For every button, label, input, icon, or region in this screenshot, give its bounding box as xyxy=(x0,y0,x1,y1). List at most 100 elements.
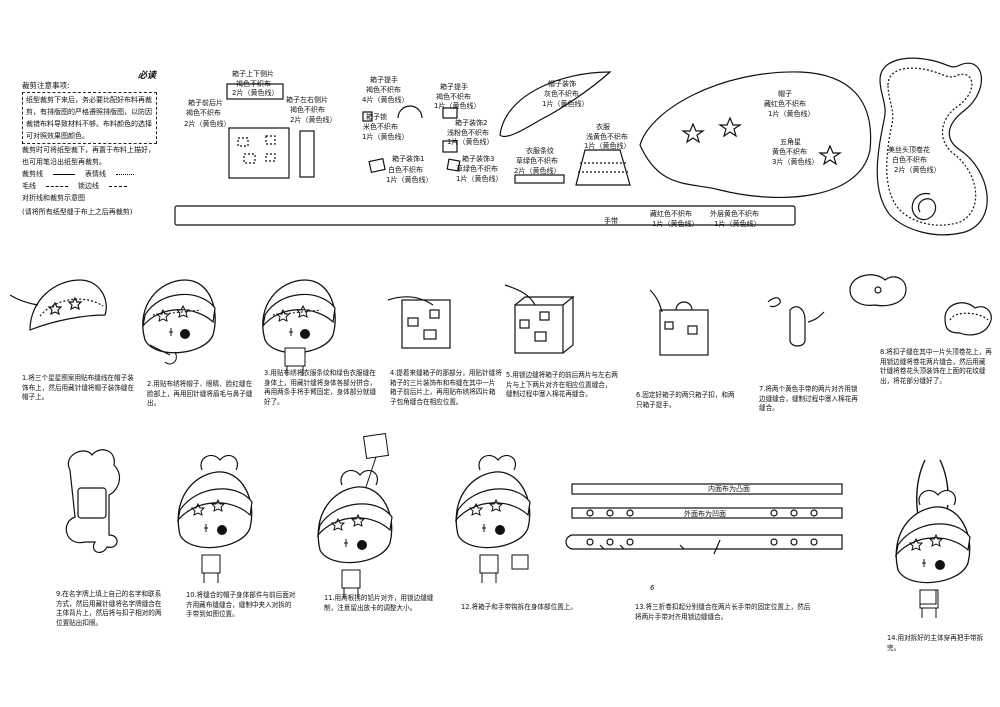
step3-art xyxy=(262,279,336,376)
notes-footer: (请将所有纸型缝于布上之后再裁剪) xyxy=(22,208,133,216)
step-5-caption: 5.用锁边缝将箱子的前后两片与左右两片与上下两片对齐在相应位置缝合，缝制过程中塞… xyxy=(506,371,618,398)
step2-art xyxy=(142,279,216,365)
flower-title: 美丝头顶卷花 xyxy=(888,146,930,154)
deco2-qty: 1片（黄色线） xyxy=(447,138,494,146)
hat-qty: 1片（黄色线） xyxy=(768,110,815,118)
belt-color-2: 外层黄色不织布 xyxy=(710,210,759,218)
step-illustrations-row1 xyxy=(9,274,992,376)
legend-stitch-line xyxy=(46,186,68,192)
box-side-qty: 2片（黄色线） xyxy=(290,116,337,124)
step-13-caption: 13.将三折卷扣起分别缝合在两片长手带的固定位置上，然后将两片手带对齐用锁边缝缝… xyxy=(635,603,811,621)
read-mark: 必读 xyxy=(138,71,157,81)
belt-piece xyxy=(174,205,796,226)
hat-brim-title: 帽子装饰 xyxy=(548,80,576,88)
step13-art xyxy=(565,483,843,555)
legend-cut-line xyxy=(53,174,75,180)
skirt-qty: 1片（黄色线） xyxy=(584,142,631,150)
legend-face-line xyxy=(116,174,134,180)
deco3-color: 草绿色不织布 xyxy=(456,165,498,173)
legend-cut-label: 裁剪线 xyxy=(22,170,43,178)
handle-piece xyxy=(397,105,423,119)
page-mark: 6 xyxy=(650,584,655,592)
step-10-caption: 10.将缝合的帽子身体部件与前后面对齐用藏布缝缝合，缝制中夹入对拆的手带到如图位… xyxy=(186,591,296,618)
step11-art xyxy=(317,433,393,599)
deco1-piece xyxy=(368,157,386,174)
skirt-title: 衣服 xyxy=(596,123,610,131)
deco1-qty: 1片（黄色线） xyxy=(386,176,433,184)
cutting-notes: 裁剪注意事项: 纸型裁剪下来后，务必要比配好布料再裁剪，有排版图的严格遵照排版图… xyxy=(22,80,157,218)
step4-art xyxy=(387,296,451,349)
star-title: 五角星 xyxy=(780,138,801,146)
box-side-color: 褐色不织布 xyxy=(290,106,325,114)
legend-row-2: 毛线 锁边线 xyxy=(22,180,157,192)
notes-extra: 裁剪时可将纸型裁下，再置于布料上描好，也可用笔沿出纸型再裁剪。 xyxy=(22,146,155,166)
box-side-piece xyxy=(299,130,315,178)
step-3-caption: 3.用贴布绣将衣服条纹和绿色衣服缝在身体上，用藏针缝将身体各部分拼合，再用两条手… xyxy=(264,369,377,406)
box-front-title: 箱子前后片 xyxy=(188,99,223,107)
hat-color: 藏红色不织布 xyxy=(764,100,806,108)
skirt-piece xyxy=(575,149,631,186)
pattern-pieces-art xyxy=(174,57,988,236)
hat-title: 帽子 xyxy=(778,90,792,98)
lock-qty: 1片（黄色线） xyxy=(362,133,409,141)
legend-stitch2-line xyxy=(109,186,127,192)
legend-row-1: 裁剪线 表情线 xyxy=(22,168,157,180)
belt-qty-1: 1片（黄色线） xyxy=(652,220,699,228)
box-top-title: 箱子上下侧片 xyxy=(232,70,274,78)
lock-piece xyxy=(362,111,373,122)
notes-body: 纸型裁剪下来后，务必要比配好布料再裁剪，有排版图的严格遵照排版图，以防因裁错布料… xyxy=(22,92,157,144)
step-2-caption: 2.用贴布绣将帽子、眼睛、脸红缝在脸部上，再用回针缝将眉毛与鼻子缝出。 xyxy=(147,380,253,407)
step-illustrations-row2 xyxy=(65,433,971,619)
belt-label: 手带 xyxy=(604,217,618,225)
deco3-qty: 1片（黄色线） xyxy=(456,175,503,183)
step5-art xyxy=(504,284,575,354)
step6-art xyxy=(649,289,709,356)
deco2-title: 箱子装饰2 xyxy=(455,119,488,127)
handle-color: 褐色不织布 xyxy=(366,86,401,94)
step-1-caption: 1.将三个星星图案用贴布缝线在帽子装饰布上，然后用藏针缝将帽子装饰缝在帽子上。 xyxy=(22,374,135,401)
strap-color: 草绿色不织布 xyxy=(516,157,558,165)
strap-piece xyxy=(514,174,565,184)
deco3-title: 箱子装饰3 xyxy=(462,155,495,163)
step14-art xyxy=(895,459,971,619)
step1-art xyxy=(9,279,107,331)
deco1-color: 白色不织布 xyxy=(388,166,423,174)
handle-title: 箱子提手 xyxy=(370,76,398,84)
box-front-qty: 2片（黄色线） xyxy=(184,120,231,128)
hat-brim-qty: 1片（黄色线） xyxy=(542,100,589,108)
deco1-title: 箱子装饰1 xyxy=(392,155,425,163)
skirt-color: 浅黄色不织布 xyxy=(586,133,628,141)
strap-outer-label: 外面布为凹面 xyxy=(684,510,726,518)
step-4-caption: 4.提着来缝箱子的那部分，用贴针缝将箱子的三片装饰布和布缝在其中一片箱子前后片上… xyxy=(390,369,502,406)
step-11-caption: 11.用两根拐的铅片对齐，用锁边缝缝制，注意留出放卡的调整大小。 xyxy=(324,594,434,612)
handle-qty: 4片（黄色线） xyxy=(362,96,409,104)
belt-qty-2: 1片（黄色线） xyxy=(714,220,761,228)
legend-align: 对折线和裁剪示意图 xyxy=(22,194,85,202)
lock-title: 箱子锁 xyxy=(366,113,387,121)
box-front-piece xyxy=(228,127,290,179)
step-8-caption: 8.将扣子缝在其中一片头顶卷花上，再用锁边缝将卷花两片缝合，然后用藏针缝将卷花头… xyxy=(880,348,992,385)
box-top-qty: 2片（黄色线） xyxy=(232,89,279,97)
buckle-title: 箱子提手 xyxy=(440,83,468,91)
box-side-title: 箱子左右侧片 xyxy=(286,96,328,104)
step8-art xyxy=(849,274,992,336)
legend-face-label: 表情线 xyxy=(85,170,106,178)
box-front-color: 褐色不织布 xyxy=(186,109,221,117)
legend-stitch-label: 毛线 xyxy=(22,182,36,190)
buckle-color: 褐色不织布 xyxy=(436,93,471,101)
strap-qty: 2片（黄色线） xyxy=(514,167,561,175)
lock-color: 米色不织布 xyxy=(363,123,398,131)
hat-piece xyxy=(639,71,872,198)
step-9-caption: 9.在名字牌上填上自己的名字和联系方式，然后用藏针缝将名字牌缝合在主体背片上，然… xyxy=(56,590,162,627)
hat-brim-color: 灰色不织布 xyxy=(544,90,579,98)
step12-art xyxy=(455,454,531,584)
deco2-piece xyxy=(442,140,458,153)
buckle-piece xyxy=(442,107,458,119)
step10-art xyxy=(177,454,253,584)
deco2-color: 浅粉色不织布 xyxy=(447,129,489,137)
flower-qty: 2片（黄色线） xyxy=(894,166,941,174)
buckle-qty: 1片（黄色线） xyxy=(434,102,481,110)
step-14-caption: 14.用对拆好的主体穿再把手带拆完。 xyxy=(887,634,984,652)
strap-title: 衣服条纹 xyxy=(526,147,554,155)
deco3-piece xyxy=(446,158,461,172)
